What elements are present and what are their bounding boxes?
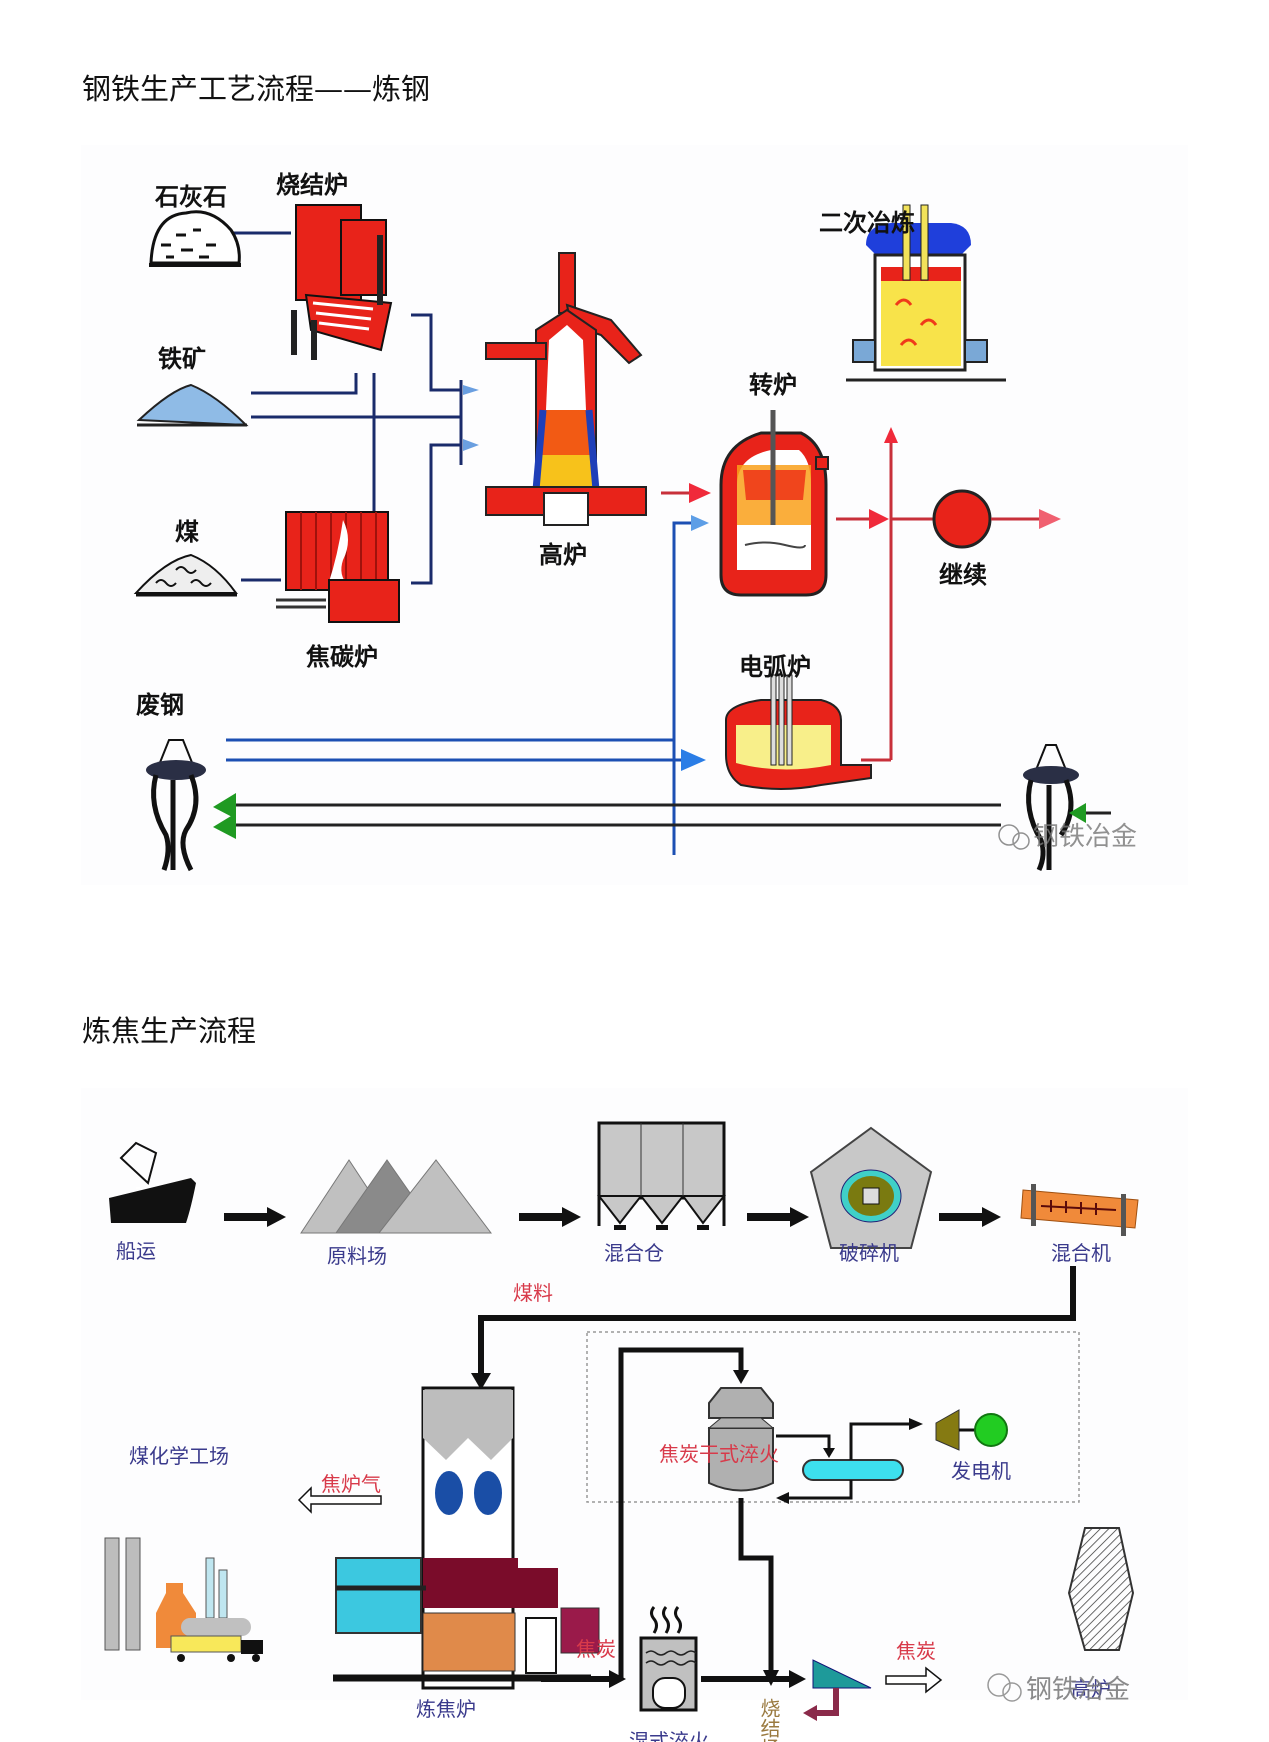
shipping-label: 船运	[116, 1239, 156, 1263]
steelmaking-flow-svg: 石灰石 烧结炉 铁矿 煤 焦碳炉	[133, 171, 1137, 872]
coke-oven-gas-label: 焦炉气	[321, 1472, 381, 1496]
cdq-chamber-icon	[707, 1387, 775, 1492]
feed-arrow-icon	[463, 439, 479, 451]
wet-quenching-label: 湿式淬火	[629, 1729, 709, 1742]
coke-flow-arrow-icon	[609, 1670, 626, 1688]
crusher-label: 破碎机	[839, 1241, 899, 1265]
ore-to-sinter-line	[251, 373, 358, 395]
raw-material-yard-icon	[300, 1159, 493, 1234]
electric-arc-furnace-label: 电弧炉	[739, 653, 811, 681]
cdq-output-line	[738, 1498, 774, 1673]
scrap-to-converter-line	[672, 521, 691, 855]
material-flow-lines	[231, 231, 463, 585]
coke-oven-icon	[276, 511, 400, 623]
section-title-steelmaking: 钢铁生产工艺流程——炼钢	[82, 72, 431, 106]
blast-furnace-label: 高炉	[1071, 1677, 1111, 1701]
iron-ore-pile-icon	[136, 383, 249, 427]
secondary-refining-icon	[846, 204, 1006, 382]
converter-icon	[719, 410, 829, 597]
down-arrow-icon	[471, 1373, 491, 1390]
coal-chemical-plant-label: 煤化学工场	[129, 1444, 229, 1468]
secondary-refining-label: 二次冶炼	[819, 209, 915, 237]
coking-flow-svg: 船运 原料场 混合仓 煤料 破碎机 混合机	[104, 1121, 1139, 1742]
up-to-refining-arrow-icon	[884, 427, 898, 443]
svg-text:钢铁冶金: 钢铁冶金	[1033, 822, 1137, 852]
coal-label: 煤	[175, 518, 199, 546]
mixer-to-oven-line	[478, 1266, 1076, 1376]
sinter-furnace-icon	[291, 204, 393, 360]
flow-arrow-icon	[519, 1207, 581, 1227]
cdq-label: 焦炭干式淬火	[659, 1442, 779, 1466]
coke-label-2: 焦炭	[896, 1639, 936, 1663]
hot-metal-arrow-icon	[689, 483, 711, 503]
section-title-coking: 炼焦生产流程	[82, 1014, 257, 1048]
cdq-feed-line	[618, 1347, 744, 1678]
scrap-steel-icon	[146, 739, 206, 872]
ship-icon	[109, 1141, 196, 1223]
limestone-label: 石灰石	[154, 183, 227, 211]
boiler-icon	[802, 1459, 904, 1481]
crusher-icon	[809, 1126, 933, 1249]
cdq-section-box	[586, 1331, 1080, 1503]
continuous-casting-label: 继续	[939, 561, 987, 589]
mixing-bin-label: 混合仓	[604, 1241, 664, 1265]
coke-oven-battery-icon	[333, 1386, 600, 1690]
wechat-icon	[987, 1673, 1011, 1697]
iron-ore-label: 铁矿	[158, 345, 206, 373]
sinter-furnace-label: 烧结炉	[276, 171, 348, 199]
generator-icon	[974, 1413, 1008, 1447]
blast-furnace-icon	[1067, 1527, 1135, 1651]
feed-arrow-icon	[463, 385, 479, 395]
sinter-to-blastfurnace-line	[411, 313, 461, 392]
blast-furnace-label: 高炉	[539, 541, 587, 569]
hot-metal-flow	[661, 483, 711, 855]
coal-chemical-plant-icon	[104, 1537, 263, 1662]
blast-furnace-icon	[485, 252, 647, 526]
recycle-arrow-icon	[213, 813, 236, 839]
scrap-steel-icon-right	[1023, 744, 1079, 872]
wet-quenching-icon	[639, 1606, 698, 1712]
continuous-casting-icon	[932, 489, 992, 549]
screen-reject-arrow-icon	[803, 1705, 817, 1721]
coke-to-blastfurnace-line	[411, 443, 461, 585]
coke-oven-label: 焦碳炉	[306, 643, 378, 671]
wechat-icon	[998, 824, 1020, 846]
steel-flow-to-casting	[836, 427, 1061, 762]
mixing-bin-icon	[596, 1121, 727, 1230]
steelmaking-diagram: 石灰石 烧结炉 铁矿 煤 焦碳炉	[81, 145, 1188, 885]
scrap-to-eaf-arrow-icon	[681, 749, 706, 771]
turbine-icon	[935, 1409, 960, 1451]
generator-label: 发电机	[951, 1459, 1011, 1483]
flow-arrow-icon	[747, 1207, 809, 1227]
coke-oven-label: 炼焦炉	[416, 1697, 476, 1721]
watermark: 钢铁冶金	[998, 822, 1137, 852]
mixer-label: 混合机	[1051, 1241, 1111, 1265]
gas-arrow-icon	[297, 1486, 382, 1514]
coke-to-bf-arrow-icon	[885, 1666, 943, 1694]
coal-pile-icon	[133, 553, 238, 597]
coal-feed-label: 煤料	[513, 1281, 553, 1305]
electric-arc-furnace-icon	[725, 674, 872, 790]
recycle-arrow-icon	[213, 793, 236, 819]
converter-label: 转炉	[749, 371, 797, 399]
svg-text:钢铁冶金: 钢铁冶金	[1026, 1675, 1130, 1705]
casting-output-arrow-icon	[1039, 509, 1061, 529]
coke-label-1: 焦炭	[576, 1637, 616, 1661]
mixer-icon	[1020, 1184, 1139, 1236]
scrap-arrow-icon	[691, 515, 709, 531]
flow-arrow-icon	[224, 1207, 286, 1227]
scrap-steel-label: 废钢	[136, 691, 184, 719]
limestone-pile-icon	[149, 210, 241, 267]
coking-diagram: 船运 原料场 混合仓 煤料 破碎机 混合机	[81, 1088, 1188, 1742]
screen-icon	[812, 1659, 872, 1689]
watermark: 钢铁冶金	[987, 1673, 1130, 1705]
raw-material-yard-label: 原料场	[327, 1244, 387, 1268]
feed-arrowheads	[463, 385, 479, 451]
sinter-plant-label: 烧结场	[757, 1698, 781, 1742]
flow-arrow-icon	[939, 1207, 1001, 1227]
recycle-input-arrow-icon	[1069, 803, 1086, 823]
steel-arrow-icon	[869, 509, 889, 529]
